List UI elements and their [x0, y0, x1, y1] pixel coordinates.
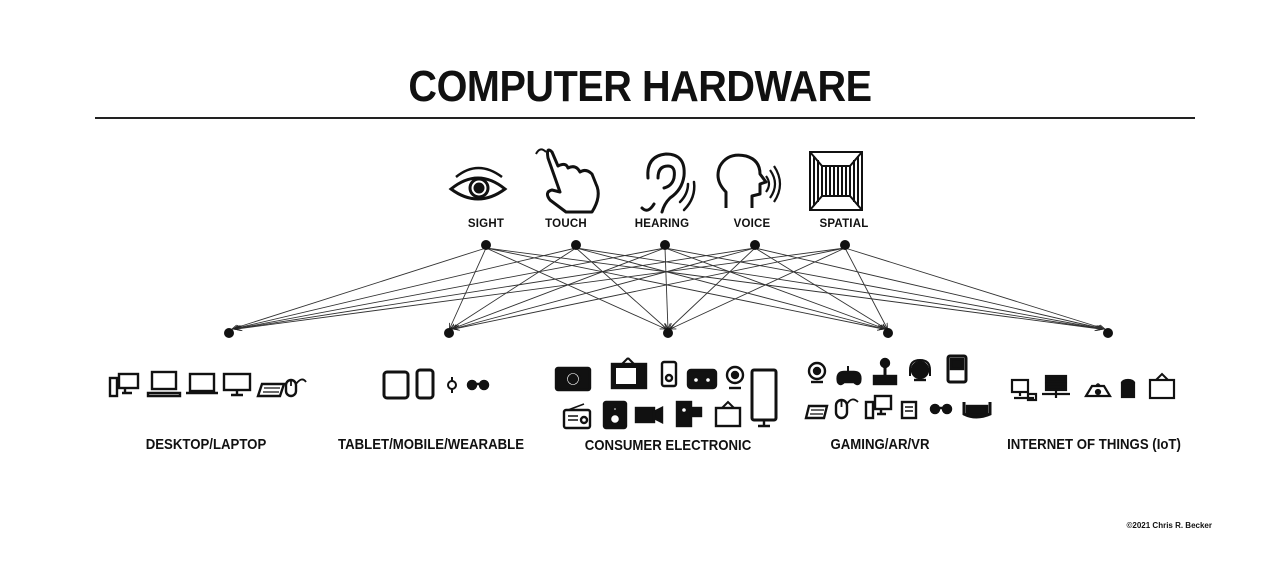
camera-icon [554, 366, 592, 392]
connection-line [233, 247, 577, 329]
sense-node [571, 240, 581, 250]
tv-icon [610, 357, 648, 390]
connection-line [754, 247, 1104, 329]
connection-line [669, 247, 756, 329]
sense-label-sight: SIGHT [467, 218, 505, 230]
connection-line [449, 247, 487, 329]
category-node [224, 328, 234, 338]
smart-tv-icon [1148, 372, 1176, 400]
copyright-credit: ©2021 Chris R. Becker [1126, 521, 1213, 530]
category-label-consumer-electronic: CONSUMER ELECTRONIC [584, 437, 752, 454]
media-player-icon [660, 360, 678, 388]
console-icon [900, 400, 918, 420]
connection-line [485, 247, 666, 329]
keyboard-icon [804, 404, 829, 420]
speaker-icon [602, 400, 628, 430]
radio-icon [562, 403, 592, 430]
connection-line [453, 247, 756, 329]
sense-node [660, 240, 670, 250]
connection-line [575, 247, 1102, 329]
connection-line [844, 247, 887, 329]
connection-line [664, 247, 668, 329]
speaking-head-icon [716, 153, 782, 208]
sense-label-hearing: HEARING [634, 218, 690, 230]
connection-line [670, 247, 846, 329]
camcorder-icon [634, 406, 664, 424]
gaming-ar-vr-icons [804, 354, 992, 420]
category-node [444, 328, 454, 338]
headset-icon [909, 358, 931, 382]
ear-icon [640, 152, 696, 214]
smart-tv-icon [714, 400, 742, 428]
page-title: COMPUTER HARDWARE [408, 62, 872, 111]
eye-icon [448, 166, 508, 201]
consumer-electronic-icons [554, 357, 778, 430]
sense-label-voice: VOICE [733, 218, 771, 230]
router-icon [1084, 383, 1112, 398]
sense-node [840, 240, 850, 250]
monitor-icon [222, 372, 252, 397]
connection-line [234, 247, 666, 329]
webcam-icon [725, 365, 745, 390]
laptop-icon [146, 370, 182, 398]
connection-line [454, 247, 846, 329]
sense-label-touch: TOUCH [545, 218, 587, 230]
smartwatch-icon [447, 377, 457, 393]
connection-lines [232, 247, 1105, 329]
tall-display-icon [750, 368, 778, 428]
smartphone-icon [415, 368, 435, 400]
category-node [883, 328, 893, 338]
connection-line [452, 247, 666, 329]
mouse-icon [834, 398, 859, 420]
connection-nodes [224, 240, 1113, 338]
category-label-tablet-mobile-wearable: TABLET/MOBILE/WEARABLE [337, 436, 525, 453]
networked-computer-icon [1010, 378, 1038, 402]
vr-headset-icon [962, 402, 992, 419]
glasses-icon [929, 403, 953, 415]
database-icon [1120, 378, 1136, 399]
connection-line [451, 247, 577, 329]
keyboard-icon [256, 382, 286, 398]
spatial-room-icon [809, 151, 863, 211]
connection-line [232, 247, 487, 329]
pointing-hand-icon [535, 148, 600, 214]
video-camera-icon [675, 400, 703, 428]
connection-line [664, 247, 885, 329]
title-divider [95, 117, 1195, 119]
category-label-iot: INTERNET OF THINGS (IoT) [1007, 436, 1181, 453]
connection-line [754, 247, 886, 329]
laptop-icon [186, 372, 218, 395]
iot-icons [1010, 372, 1176, 402]
tablet-icon [382, 370, 410, 400]
server-icon [1042, 374, 1070, 398]
category-node [663, 328, 673, 338]
handheld-console-icon [946, 354, 968, 384]
sense-node [481, 240, 491, 250]
category-label-desktop-laptop: DESKTOP/LAPTOP [145, 436, 267, 453]
desktop-icon [864, 394, 893, 420]
connection-line [575, 247, 884, 329]
joystick-icon [872, 357, 898, 386]
connection-line [664, 247, 1103, 329]
connection-line [485, 247, 883, 329]
connection-line [485, 247, 1101, 329]
radio-icon [686, 368, 718, 390]
desktop-laptop-icons [108, 370, 307, 398]
mouse-icon [284, 378, 307, 398]
sense-label-spatial: SPATIAL [819, 218, 869, 230]
tablet-mobile-icons [382, 368, 490, 400]
category-label-gaming-ar-vr: GAMING/AR/VR [830, 436, 930, 453]
sense-node [750, 240, 760, 250]
glasses-icon [466, 379, 490, 391]
connection-line [236, 247, 846, 329]
webcam-icon [807, 361, 827, 384]
gamepad-icon [836, 366, 862, 386]
connection-line [235, 247, 756, 329]
desktop-tower-icon [108, 372, 140, 398]
category-node [1103, 328, 1113, 338]
connection-line [844, 247, 1105, 329]
